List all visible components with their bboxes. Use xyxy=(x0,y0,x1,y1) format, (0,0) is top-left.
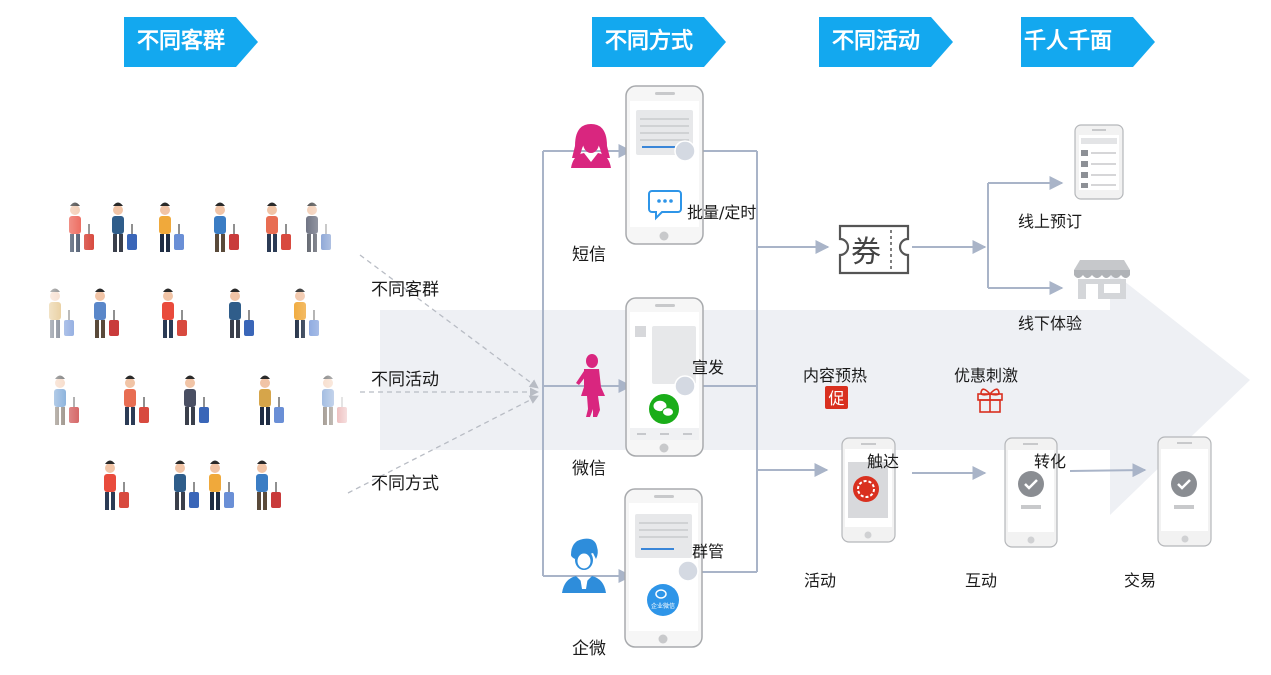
feature-discount-incentive: 优惠刺激 xyxy=(954,366,1019,385)
offline-store-icon xyxy=(1074,260,1130,299)
crowd-fade-overlay xyxy=(28,200,358,545)
coupon-icon: 券 xyxy=(838,224,910,275)
background-arrow-band xyxy=(380,270,1250,515)
channel-name-wecom: 企微 xyxy=(572,639,606,659)
flow-step-activity: 活动 xyxy=(804,571,837,590)
chat-bubble-icon xyxy=(648,190,682,221)
banner-label-personalization: 千人千面 xyxy=(1024,29,1113,54)
online-booking-phone-icon xyxy=(1074,124,1124,200)
promotion-badge-text: 促 xyxy=(828,389,844,408)
channel-action-batch-schedule: 批量/定时 xyxy=(687,203,757,222)
coupon-glyph: 券 xyxy=(851,235,881,270)
wecom-logo-icon: 企业微信 xyxy=(647,584,679,616)
woman-avatar-icon xyxy=(571,124,611,168)
segment-label-customer-group: 不同客群 xyxy=(371,280,439,300)
channel-action-group-manage: 群管 xyxy=(692,542,725,561)
segment-label-activity: 不同活动 xyxy=(371,370,439,390)
wecom-badge-text: 企业微信 xyxy=(651,602,675,610)
activity-phone xyxy=(841,437,896,543)
feature-content-preheat: 内容预热 xyxy=(803,366,868,385)
gift-icon xyxy=(977,388,1003,413)
banner-label-activity: 不同活动 xyxy=(832,29,921,54)
flow-transition-convert: 转化 xyxy=(1034,452,1067,471)
banner-segment xyxy=(124,17,258,67)
woman-standing-icon xyxy=(576,354,605,417)
outcome-online-booking: 线上预订 xyxy=(1018,212,1083,231)
phone-sms xyxy=(625,85,704,245)
channel-name-wechat: 微信 xyxy=(572,459,606,479)
channel-action-promote: 宣发 xyxy=(692,358,725,377)
flow-step-interaction: 互动 xyxy=(965,571,998,590)
banner-activity xyxy=(819,17,953,67)
banner-label-segment: 不同客群 xyxy=(137,29,226,54)
segment-label-method: 不同方式 xyxy=(371,474,439,494)
flow-transition-reach: 触达 xyxy=(867,452,900,471)
channel-connectors xyxy=(542,144,1147,583)
wechat-logo-icon xyxy=(649,394,679,424)
outcome-offline-experience: 线下体验 xyxy=(1018,314,1083,333)
man-avatar-icon xyxy=(562,538,606,593)
interaction-phone xyxy=(1004,437,1058,548)
banner-channel xyxy=(592,17,726,67)
segment-converge-arrows xyxy=(347,254,539,494)
transaction-phone xyxy=(1157,436,1212,547)
banner-personalization xyxy=(1021,17,1155,67)
banner-label-channel: 不同方式 xyxy=(605,29,694,54)
phone-wecom xyxy=(624,488,703,648)
promotion-badge-icon: 促 xyxy=(825,386,848,409)
channel-name-sms: 短信 xyxy=(572,245,606,265)
flow-step-transaction: 交易 xyxy=(1124,571,1157,590)
